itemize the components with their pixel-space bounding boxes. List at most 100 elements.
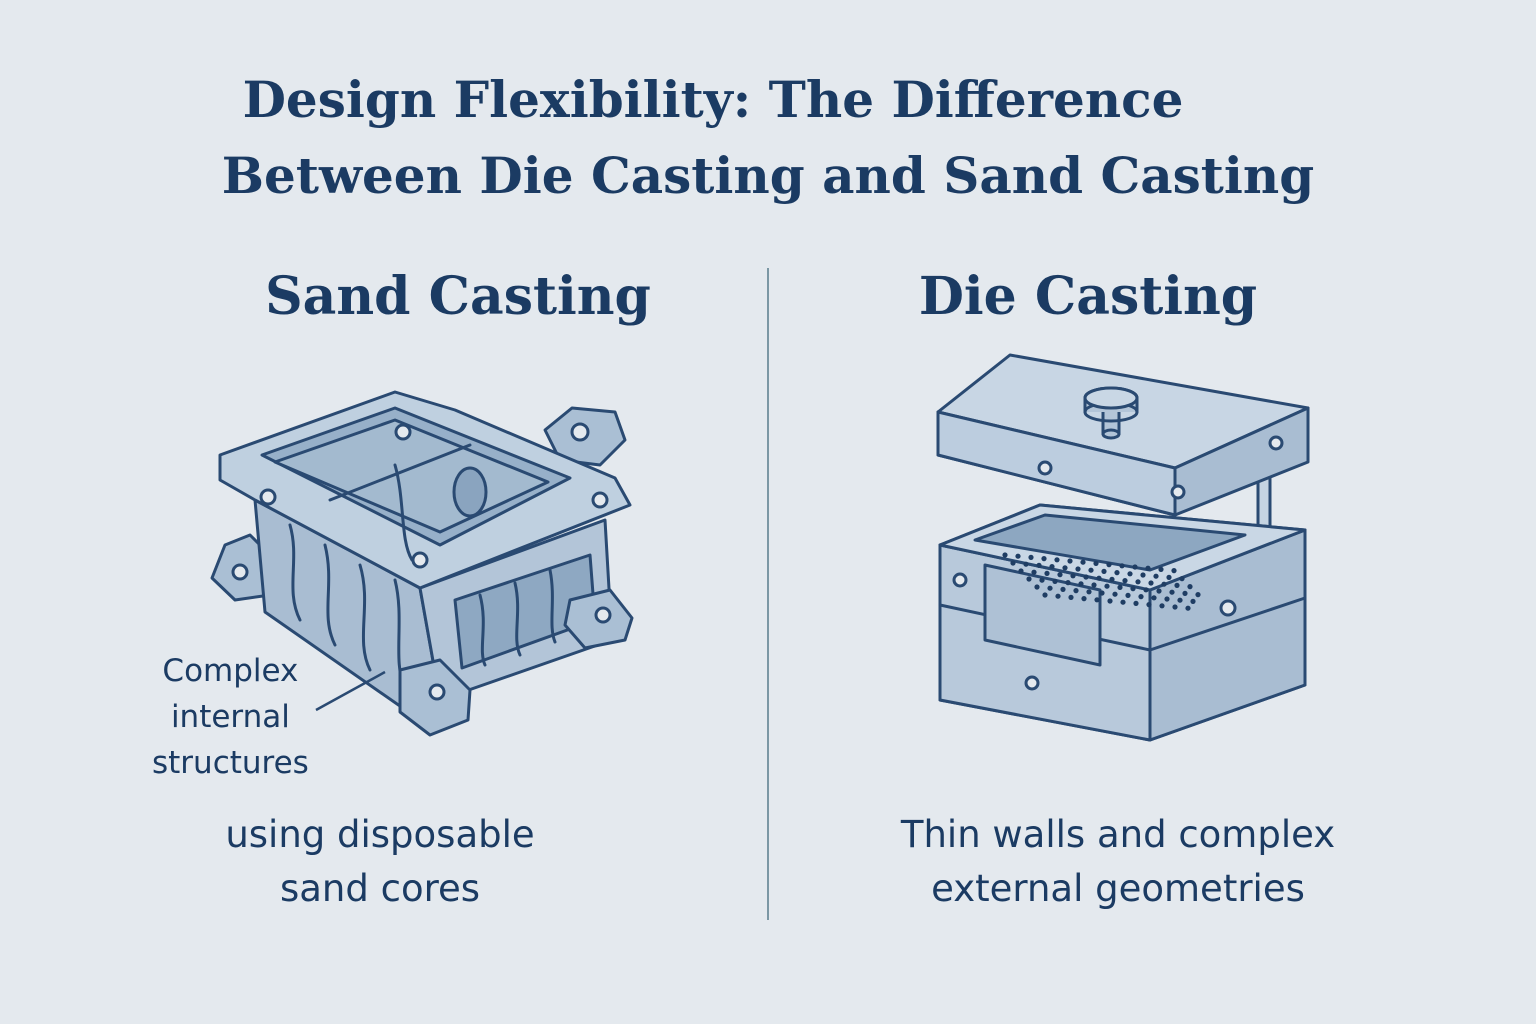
page-title: Design Flexibility: The Difference Betwe…	[0, 62, 1536, 214]
cavity-dot	[1132, 564, 1138, 570]
cavity-dot	[1086, 589, 1092, 595]
cavity-dot	[1060, 586, 1066, 593]
cavity-dot	[1018, 568, 1024, 574]
cavity-dot	[1120, 599, 1126, 605]
cavity-dot	[1133, 600, 1139, 607]
cavity-dot	[1080, 559, 1086, 565]
cavity-dot	[1036, 562, 1042, 569]
cavity-dot	[1117, 584, 1123, 591]
cavity-dot	[1174, 582, 1180, 589]
cavity-dot	[1054, 557, 1060, 563]
cavity-dot	[1159, 603, 1165, 609]
cavity-dot	[1096, 575, 1102, 581]
cavity-dot	[1171, 568, 1177, 574]
cavity-dot	[1088, 567, 1094, 573]
die-casting-heading: Die Casting	[918, 266, 1258, 327]
cavity-dot	[1055, 593, 1061, 599]
cavity-dot	[1101, 568, 1107, 575]
cavity-dot	[1039, 577, 1045, 583]
cavity-dot	[1177, 597, 1183, 603]
cavity-dot	[1156, 588, 1162, 594]
cavity-dot	[1067, 558, 1073, 564]
cavity-dot	[1119, 563, 1125, 569]
cavity-dot	[1073, 588, 1079, 594]
cavity-dot	[1164, 596, 1170, 602]
cavity-dot	[1161, 581, 1167, 587]
cavity-dot	[1172, 604, 1178, 610]
cavity-dot	[1182, 590, 1188, 597]
cavity-dot	[1031, 569, 1037, 575]
cavity-dot	[1099, 590, 1105, 596]
sand-callout-line-2: internal	[170, 699, 290, 735]
cavity-dot	[1028, 554, 1034, 561]
cavity-dot	[1140, 572, 1146, 578]
cavity-dot	[1104, 583, 1110, 589]
cavity-dot	[1042, 592, 1048, 598]
cavity-dot	[1143, 587, 1149, 593]
die-casting-mold-illustration	[936, 353, 1310, 742]
cavity-dot	[1185, 605, 1191, 611]
cavity-dot	[1068, 594, 1074, 601]
cavity-dot	[1070, 573, 1076, 579]
cavity-dot	[1002, 552, 1008, 558]
cavity-dot	[1166, 574, 1172, 581]
cavity-dot	[1091, 582, 1097, 588]
cavity-dot	[1034, 584, 1040, 590]
cavity-dot	[1078, 581, 1084, 587]
cavity-dot	[1151, 595, 1157, 601]
cavity-dot	[1083, 574, 1089, 580]
die-caption-line-1: Thin walls and complex	[900, 813, 1336, 856]
cavity-dot	[1138, 594, 1144, 600]
cavity-dot	[1114, 570, 1120, 576]
sand-casting-part-illustration	[210, 390, 634, 737]
sand-callout-line-3: structures	[152, 745, 309, 781]
cavity-dot	[1112, 591, 1118, 597]
cavity-dot	[1130, 586, 1136, 592]
title-line-1: Design Flexibility: The Difference	[242, 70, 1184, 129]
cavity-dot	[1094, 597, 1100, 603]
cavity-dot	[1041, 556, 1047, 562]
cavity-dot	[1044, 570, 1050, 577]
cavity-dot	[1107, 598, 1113, 604]
cavity-dot	[1093, 560, 1099, 567]
cavity-dot	[1075, 566, 1081, 572]
cavity-dot	[1195, 592, 1201, 598]
cavity-dot	[1015, 553, 1021, 559]
cavity-dot	[1135, 579, 1141, 585]
cavity-dot	[1187, 584, 1193, 590]
cavity-dot	[1179, 576, 1185, 582]
cavity-dot	[1158, 566, 1164, 573]
column-divider	[767, 268, 769, 920]
cavity-dot	[1062, 565, 1068, 571]
cavity-dot	[1145, 565, 1151, 571]
cavity-dot	[1047, 585, 1053, 591]
die-cavity-dot-pattern	[1002, 552, 1201, 611]
cavity-dot	[1081, 596, 1087, 602]
die-casting-caption: Thin walls and complex external geometri…	[838, 808, 1398, 916]
cavity-dot	[1049, 564, 1055, 570]
sand-casting-heading: Sand Casting	[265, 266, 651, 327]
sand-casting-caption: using disposable sand cores	[100, 808, 660, 916]
cavity-dot	[1052, 578, 1058, 585]
cavity-dot	[1122, 578, 1128, 584]
sand-callout-label: Complex internal structures	[152, 648, 309, 786]
cavity-dot	[1127, 571, 1133, 577]
cavity-dot	[1026, 576, 1032, 582]
cavity-dot	[1010, 560, 1016, 566]
cavity-dot	[1153, 573, 1159, 579]
sand-caption-line-2: sand cores	[279, 867, 481, 910]
cavity-dot	[1146, 602, 1152, 608]
cavity-dot	[1106, 562, 1112, 568]
cavity-dot	[1023, 561, 1029, 567]
title-line-2: Between Die Casting and Sand Casting	[221, 146, 1315, 205]
cavity-dot	[1190, 598, 1196, 605]
cavity-dot	[1057, 572, 1063, 578]
cavity-dot	[1148, 580, 1154, 586]
cavity-dot	[1109, 576, 1115, 583]
cavity-dot	[1169, 589, 1175, 595]
cavity-dot	[1065, 580, 1071, 586]
cavity-dot	[1125, 592, 1131, 599]
callout-leader-line	[315, 670, 386, 712]
sand-caption-line-1: using disposable	[225, 813, 535, 856]
